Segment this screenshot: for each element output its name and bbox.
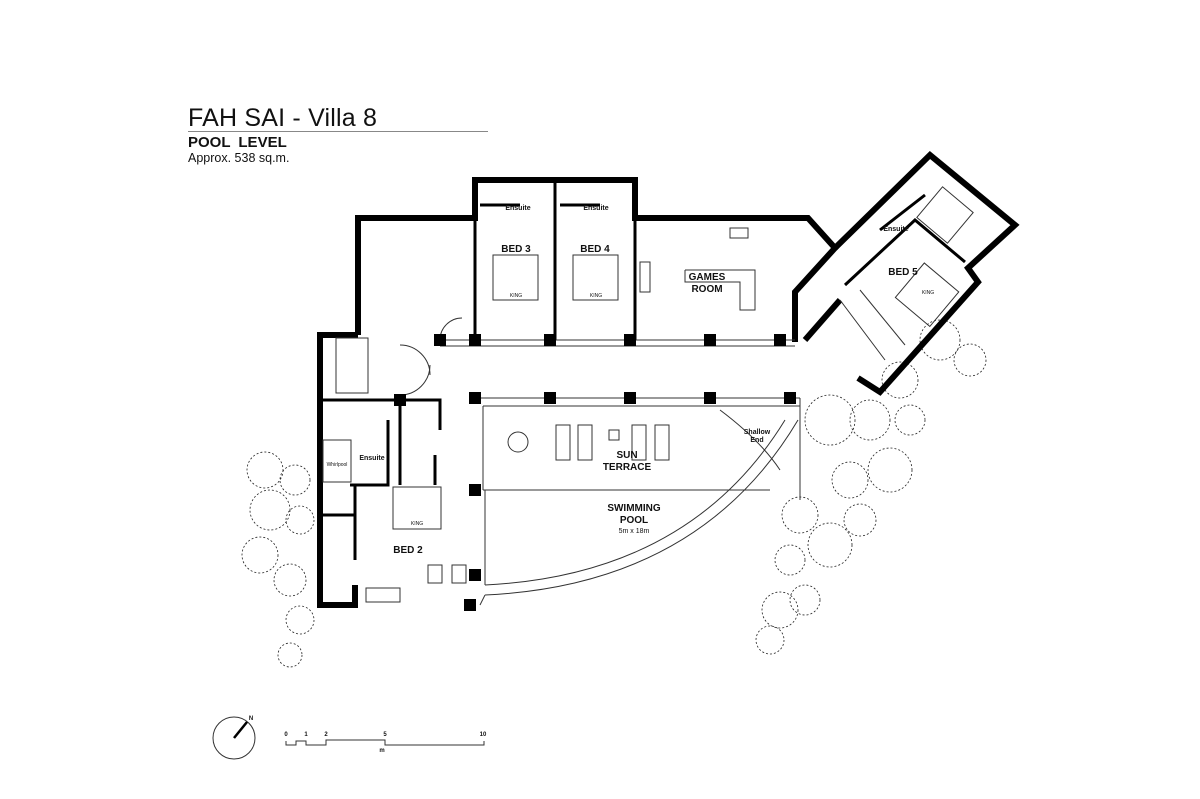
room-label-games-1: GAMES (689, 272, 726, 283)
tree-icon (953, 343, 987, 377)
scale-tick-0: 0 (284, 732, 288, 738)
room-label-bed5: BED 5 (888, 267, 918, 278)
column (469, 569, 481, 581)
scale-tick-1: 1 (304, 732, 308, 738)
column (774, 334, 786, 346)
tree-icon (919, 319, 961, 361)
tree-icon (277, 642, 303, 668)
tree-icon (831, 461, 869, 499)
column (469, 484, 481, 496)
room-label-terrace-1: SUN (616, 450, 637, 461)
room-label-bed4: BED 4 (580, 244, 610, 255)
bed4-king-label: KING (590, 293, 602, 299)
level-label: POOL LEVEL (188, 134, 287, 151)
scale-unit: m (379, 748, 384, 754)
column (544, 392, 556, 404)
tree-icon (881, 361, 919, 399)
interior-walls (318, 180, 966, 560)
column (784, 392, 796, 404)
tree-icon (843, 503, 877, 537)
tree-icon (804, 394, 856, 446)
tree-icon (781, 496, 819, 534)
scale-tick-2: 2 (324, 732, 328, 738)
pool-size: 5m x 18m (619, 528, 650, 535)
tree-icon (279, 464, 311, 496)
room-label-pool-2: POOL (620, 515, 648, 526)
column (624, 392, 636, 404)
scale-tick-10: 10 (480, 732, 487, 738)
tree-icon (774, 544, 806, 576)
exterior-walls (317, 150, 1020, 608)
tree-icon (761, 591, 799, 629)
north-label: N (249, 716, 253, 722)
glazing-and-edges (212, 186, 974, 760)
tree-icon (249, 489, 291, 531)
scale-tick-5: 5 (383, 732, 387, 738)
bed2-king-label: KING (411, 521, 423, 527)
tree-icon (285, 605, 315, 635)
north-arrow-icon (233, 721, 248, 739)
tree-icon (285, 505, 315, 535)
tree-icon (894, 404, 926, 436)
column (704, 334, 716, 346)
column (469, 334, 481, 346)
structural-columns (394, 334, 796, 611)
room-label-shallow-1: Shallow (744, 429, 771, 436)
room-label-ensuite-bed4: Ensuite (583, 205, 608, 212)
tree-icon (246, 451, 284, 489)
plan-title: FAH SAI - Villa 8 (188, 104, 378, 132)
tree-icon (807, 522, 853, 568)
room-label-ensuite-bed2: Ensuite (359, 455, 384, 462)
room-label-ensuite-bed5: Ensuite (883, 226, 908, 233)
room-label-bed2: BED 2 (393, 545, 423, 556)
room-label-games-2: ROOM (691, 284, 722, 295)
column (469, 392, 481, 404)
bed3-king-label: KING (510, 293, 522, 299)
room-label-pool-1: SWIMMING (607, 503, 661, 514)
column (464, 599, 476, 611)
tree-icon (273, 563, 307, 597)
room-label-shallow-2: End (750, 437, 763, 444)
tree-icon (867, 447, 913, 493)
landscaping-trees (241, 319, 987, 668)
tree-icon (755, 625, 785, 655)
tree-icon (241, 536, 279, 574)
bed5-king-label: KING (922, 290, 934, 296)
column (544, 334, 556, 346)
room-label-ensuite-bed3: Ensuite (505, 205, 530, 212)
room-label-bed3: BED 3 (501, 244, 531, 255)
area-label: Approx. 538 sq.m. (188, 151, 290, 165)
column (624, 334, 636, 346)
tree-icon (849, 399, 891, 441)
column (704, 392, 716, 404)
column (394, 394, 406, 406)
column (434, 334, 446, 346)
tree-icon (789, 584, 821, 616)
whirlpool-label: Whirlpool (327, 462, 348, 468)
title-rule (188, 131, 488, 132)
room-label-terrace-2: TERRACE (603, 462, 652, 473)
